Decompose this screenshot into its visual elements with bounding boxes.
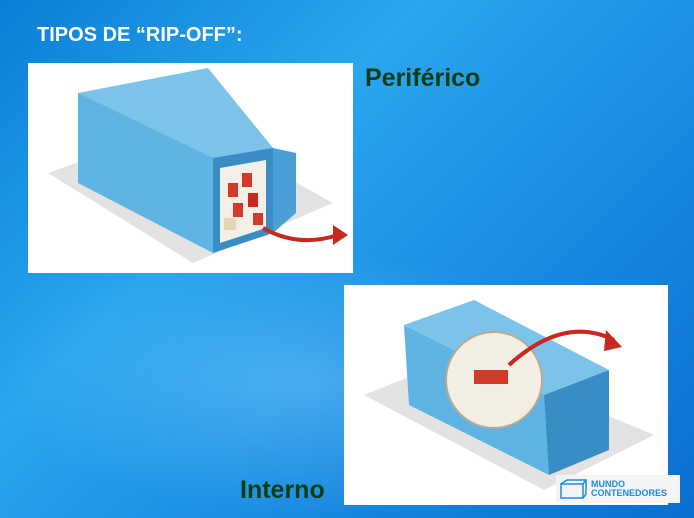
mundo-contenedores-logo: MUNDO CONTENEDORES bbox=[556, 475, 680, 503]
peripheral-ripoff-image bbox=[28, 63, 353, 273]
slide-title: TIPOS DE “RIP-OFF”: bbox=[37, 24, 243, 46]
internal-ripoff-image bbox=[344, 285, 668, 505]
internal-label: Interno bbox=[240, 476, 325, 504]
peripheral-label: Periférico bbox=[365, 64, 481, 92]
logo-line1: MUNDO bbox=[591, 479, 625, 489]
container-logo-icon bbox=[560, 479, 587, 499]
logo-line2: CONTENEDORES bbox=[591, 488, 668, 498]
